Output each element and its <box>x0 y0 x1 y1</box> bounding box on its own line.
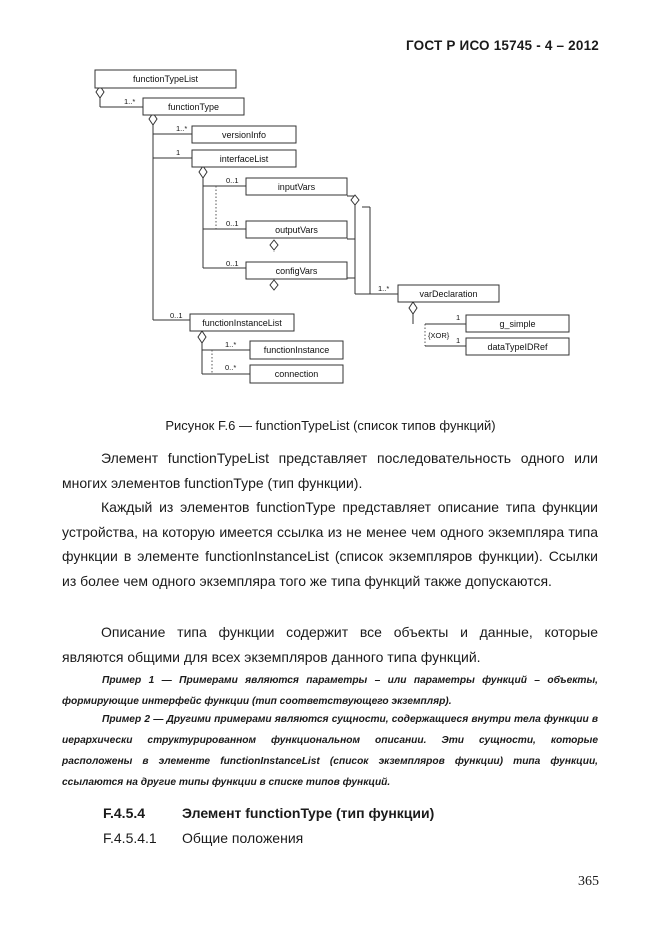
node-function-type-list: functionTypeList <box>94 69 237 89</box>
card-output-vars: 0..1 <box>226 219 239 228</box>
label-function-instance-list: functionInstanceList <box>202 318 282 328</box>
node-output-vars: outputVars <box>245 220 348 239</box>
label-connection: connection <box>275 369 319 379</box>
diamond-var-declaration <box>408 301 418 315</box>
label-output-vars: outputVars <box>275 225 318 235</box>
diamond-output-vars <box>269 239 279 251</box>
label-config-vars: configVars <box>276 266 318 276</box>
subsection-number: F.4.5.4.1 <box>103 830 157 846</box>
node-connection: connection <box>249 364 344 384</box>
label-data-type-id-ref: dataTypeIDRef <box>487 342 548 352</box>
label-function-type-list: functionTypeList <box>133 74 199 84</box>
card-choice-xor: {XOR} <box>428 331 450 340</box>
page-number: 365 <box>578 874 599 889</box>
function-type-list-diagram: functionTypeList functionType versionInf… <box>94 69 570 384</box>
node-interface-list: interfaceList <box>191 149 297 168</box>
node-function-instance: functionInstance <box>249 340 344 360</box>
card-data-type-id-ref: 1 <box>456 336 460 345</box>
diamond-function-instance-list <box>197 330 207 344</box>
example-note-1: Пример 1 — Примерами являются параметры … <box>62 675 598 707</box>
composition-diamonds <box>95 85 418 344</box>
card-function-type: 1..* <box>124 97 135 106</box>
figure-caption: Рисунок F.6 — functionTypeList (список т… <box>165 418 496 433</box>
diamond-input-vars <box>350 194 360 206</box>
label-version-info: versionInfo <box>222 130 266 140</box>
section-heading: F.4.5.4 Элемент functionType (тип функции… <box>103 805 434 821</box>
subsection-title: Общие положения <box>182 830 304 846</box>
card-connection: 0..* <box>225 363 236 372</box>
node-var-declaration: varDeclaration <box>397 284 500 303</box>
node-g-simple: g_simple <box>465 314 570 333</box>
diamond-function-type <box>148 112 158 126</box>
node-version-info: versionInfo <box>191 125 297 144</box>
example-note-2: Пример 2 — Другими примерами являются су… <box>62 714 598 788</box>
paragraph-1: Элемент functionTypeList представляет по… <box>62 450 598 491</box>
node-function-instance-list: functionInstanceList <box>189 313 295 332</box>
card-var-declaration: 1..* <box>378 284 389 293</box>
diamond-function-type-list <box>95 85 105 99</box>
node-data-type-id-ref: dataTypeIDRef <box>465 337 570 356</box>
label-interface-list: interfaceList <box>220 154 269 164</box>
card-function-instance: 1..* <box>225 340 236 349</box>
node-function-type: functionType <box>142 97 245 116</box>
label-input-vars: inputVars <box>278 182 316 192</box>
section-title: Элемент functionType (тип функции) <box>182 805 435 821</box>
card-input-vars: 0..1 <box>226 176 239 185</box>
node-input-vars: inputVars <box>245 177 348 196</box>
card-config-vars: 0..1 <box>226 259 239 268</box>
node-config-vars: configVars <box>245 261 348 280</box>
diamond-config-vars <box>269 279 279 291</box>
paragraph-3: Описание типа функции содержит все объек… <box>62 624 598 665</box>
subsection-heading: F.4.5.4.1 Общие положения <box>103 830 303 846</box>
card-interface-list: 1 <box>176 148 180 157</box>
paragraph-2: Каждый из элементов functionType предста… <box>62 499 598 589</box>
section-number: F.4.5.4 <box>103 805 146 821</box>
label-function-instance: functionInstance <box>264 345 330 355</box>
label-g-simple: g_simple <box>499 319 535 329</box>
label-var-declaration: varDeclaration <box>419 289 477 299</box>
card-version-info: 1..* <box>176 124 187 133</box>
document-header: ГОСТ Р ИСО 15745 - 4 – 2012 <box>406 38 599 53</box>
diamond-interface-list <box>198 165 208 179</box>
card-g-simple: 1 <box>456 313 460 322</box>
card-function-instance-list: 0..1 <box>170 311 183 320</box>
label-function-type: functionType <box>168 102 219 112</box>
cardinality-labels: 1..* 1..* 1 0..1 0..1 0..1 1..* 1 {XOR} … <box>124 97 460 372</box>
diagram-connectors <box>99 98 466 375</box>
